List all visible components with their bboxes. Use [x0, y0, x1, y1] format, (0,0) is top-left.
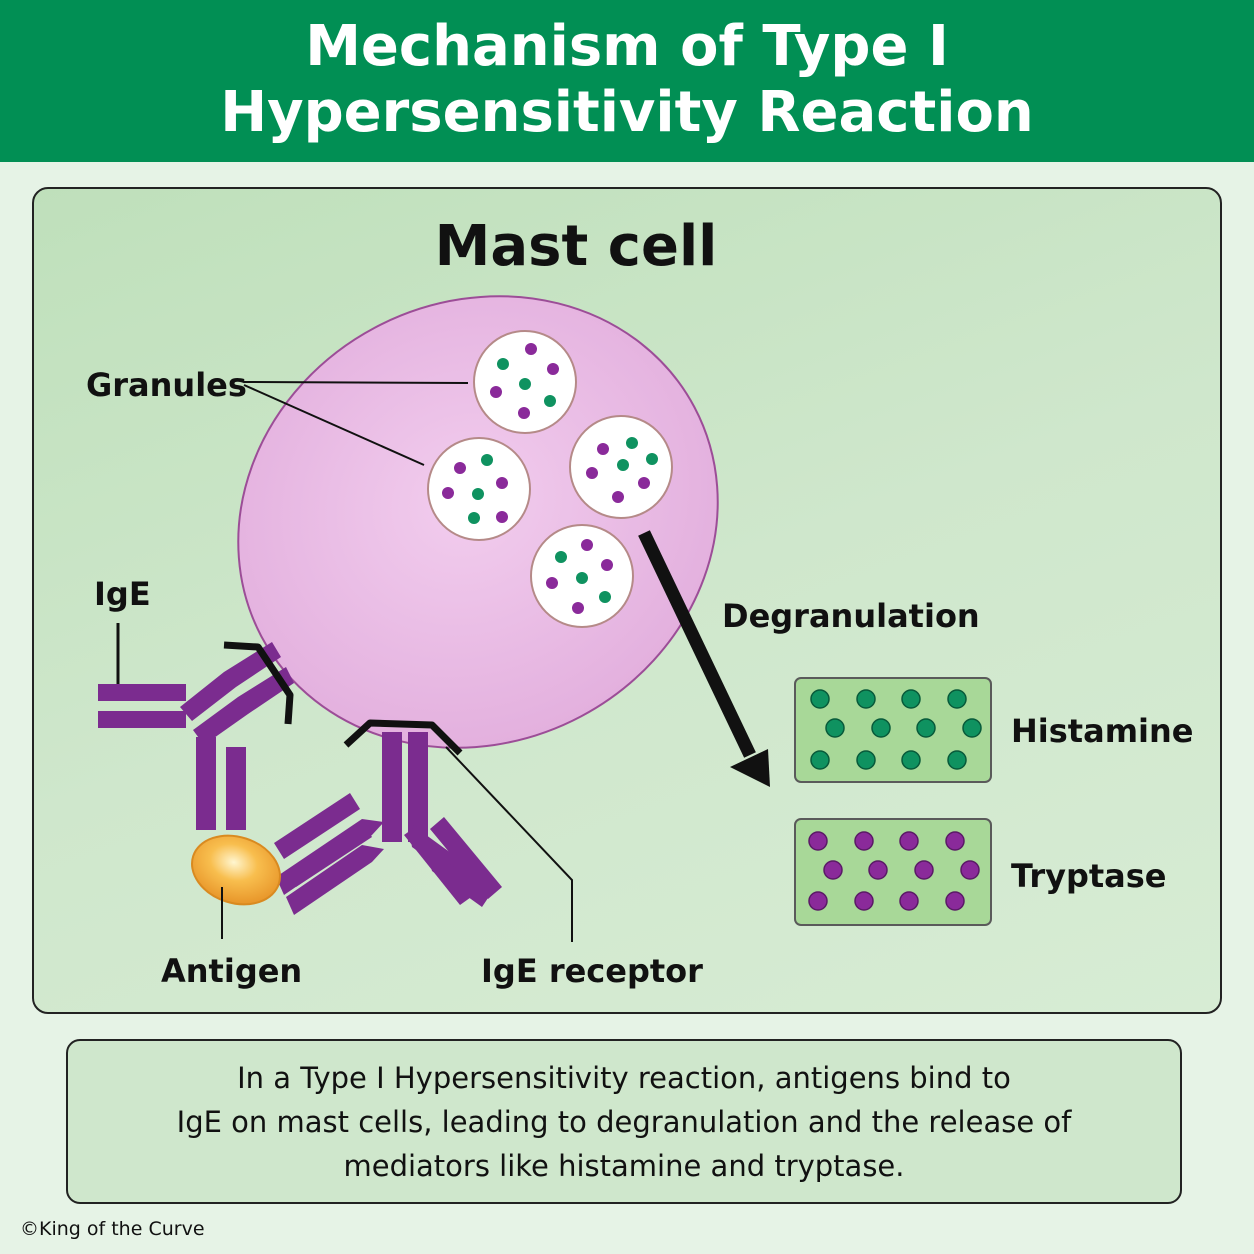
ige-receptor-left: [223, 641, 294, 725]
granule-3: [569, 415, 673, 519]
summary-line2: IgE on mast cells, leading to degranulat…: [176, 1105, 1072, 1139]
histamine-box: [794, 677, 992, 783]
summary-line3: mediators like histamine and tryptase.: [343, 1149, 905, 1183]
page-title-line1: Mechanism of Type I: [305, 14, 949, 79]
granule-4: [530, 524, 634, 628]
ige-label: IgE: [94, 575, 151, 613]
summary-box: In a Type I Hypersensitivity reaction, a…: [66, 1039, 1182, 1204]
tryptase-label: Tryptase: [1011, 857, 1167, 895]
degranulation-arrow: [638, 530, 770, 787]
histamine-label: Histamine: [1011, 712, 1193, 750]
header-banner: Mechanism of Type I Hypersensitivity Rea…: [0, 0, 1254, 162]
degranulation-label: Degranulation: [722, 597, 980, 635]
mast-cell-title: Mast cell: [435, 214, 718, 279]
mast-cell-diagram: Mast cell: [86, 214, 1193, 990]
granule-1: [473, 330, 577, 434]
ige-antibody-right-arms: [274, 793, 502, 905]
tryptase-box: [794, 818, 992, 926]
granules-pointer-1: [243, 381, 469, 384]
antigen: [191, 834, 281, 906]
granules-label: Granules: [86, 366, 247, 404]
page-title-line2: Hypersensitivity Reaction: [220, 80, 1034, 145]
ige-antibody-left: [98, 642, 294, 830]
ige-receptor-pointer: [445, 746, 573, 942]
granule-2: [427, 437, 531, 541]
summary-line1: In a Type I Hypersensitivity reaction, a…: [237, 1061, 1011, 1095]
antigen-label: Antigen: [161, 952, 302, 990]
ige-receptor-right: [343, 719, 463, 756]
copyright-notice: ©King of the Curve: [20, 1218, 205, 1240]
ige-receptor-label: IgE receptor: [481, 952, 703, 990]
granules-pointer-2: [243, 384, 425, 466]
